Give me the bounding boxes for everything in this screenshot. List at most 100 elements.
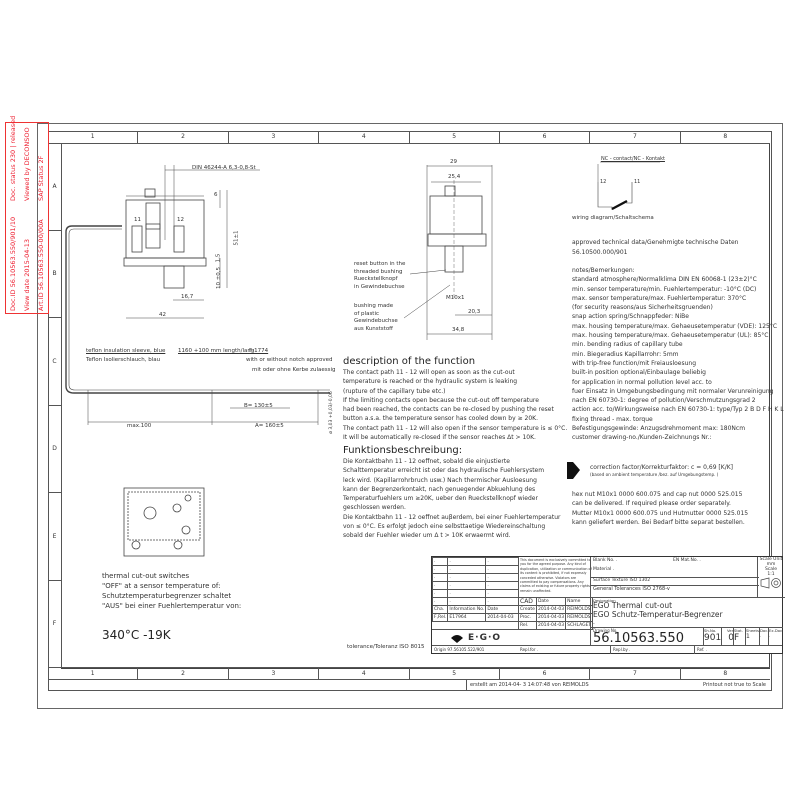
designation-line-1: EGO Thermal cut-out — [593, 601, 673, 610]
dim-16-7: 16,7 — [181, 294, 194, 300]
description-title: description of the function — [343, 356, 476, 367]
din-connector-spec: DIN 46244-A 6,3-0,8-St — [192, 165, 256, 171]
dim-34-8: 34,8 — [452, 327, 465, 333]
footer-bar: erstellt am 2014-04- 3 14:07:48 von REIM… — [48, 679, 770, 690]
switch-line: thermal cut-out switches — [102, 572, 190, 580]
dim-a: A= 160±5 — [255, 423, 284, 429]
zone-row: C — [48, 318, 61, 406]
bushing-note: bushing made of plastic Gewindebuchse au… — [354, 303, 398, 333]
en-mat-no: EN Mat.No. . — [673, 558, 701, 563]
description-line: If the limiting contacts open because th… — [343, 396, 539, 404]
note-line: in Gewindebuchse — [354, 283, 405, 290]
version: 0 — [728, 633, 734, 643]
status-label: Stat. — [734, 628, 743, 633]
note-line: nach EN 60730-1: degree of pollution/Ver… — [572, 397, 756, 405]
description-line: The contact path 11 - 12 will open as so… — [343, 369, 515, 376]
zone-col: 2 — [138, 668, 229, 680]
note-line: hex nut M10x1 0000 600.075 and cap nut 0… — [572, 491, 743, 498]
wiring-terminal-12: 12 — [600, 179, 607, 185]
replaced-by: Repl.by . — [610, 646, 630, 654]
sleeve-label-en: teflon insulation sleeve, blue — [86, 348, 166, 354]
note-line: min. bending radius of capillary tube — [572, 341, 683, 349]
sleeve-label-de: Teflon Isolierschlauch, blau — [86, 357, 161, 363]
material: Material . — [593, 567, 615, 572]
zone-col: 1 — [48, 668, 139, 680]
part-number: F-1774 — [249, 348, 269, 354]
description-line: Schalttemperatur erreicht ist oder das h… — [343, 467, 545, 475]
description-line: The contact path 11 - 12 will also open … — [343, 424, 568, 432]
doc-cell: Doc.. — [759, 628, 769, 646]
dim-42: 42 — [159, 312, 166, 318]
note-line: snap action spring/Schnappfeder: NiBe — [572, 313, 689, 321]
description-line: Temperaturfuehlers um ≥20K, ueber den Ru… — [343, 495, 538, 503]
reset-button-note: reset button in the threaded bushing Rue… — [354, 261, 405, 291]
switch-line: Schutztemperaturbegrenzer schaltet — [102, 592, 232, 600]
dim-25-4: 25,4 — [448, 174, 461, 180]
cha-label: Cha. — [431, 605, 449, 614]
scale-unit-value: mm — [766, 562, 776, 567]
description-body: The contact path 11 - 12 will open as so… — [343, 368, 567, 442]
sheet-no-label: Sh.No. — [704, 628, 717, 633]
zone-columns-bottom: 1 2 3 4 5 6 7 8 — [48, 667, 770, 680]
note-line: Gewindebuchse — [354, 318, 398, 324]
dim-b: B= 130±5 — [244, 403, 273, 409]
proc-date: 2014-04-03 — [535, 613, 567, 622]
dim-51: 51±1 — [233, 230, 240, 246]
sheet-no: 901 — [704, 633, 722, 643]
scale-unit-label: Scale Unit — [759, 557, 783, 562]
status: F — [734, 633, 740, 643]
note-line: fixing thread - max. torque — [572, 415, 653, 423]
zone-col: 7 — [590, 131, 681, 143]
legal-notice: This document is exclusively committed t… — [518, 557, 593, 599]
drawing-frame — [48, 131, 772, 691]
designation-label: Designation — [591, 597, 785, 603]
description-line: Die Kontaktbahn 11 - 12 oeffnet auβerdem… — [343, 513, 561, 521]
dim-diameter: ø 3,03 +0,03/-0,06 — [328, 391, 334, 434]
terminal-11-label: 11 — [134, 217, 141, 223]
note-line: with trip-free function/mit Freiausloesu… — [572, 359, 697, 367]
nc-contact-label: NC - contact/NC - Kontakt — [601, 156, 665, 162]
tolerance-label: tolerance/Toleranz ISO 8015 — [347, 644, 425, 650]
zone-col: 6 — [500, 668, 591, 680]
wiring-caption: wiring diagram/Schaltschema — [572, 215, 654, 221]
zone-col: 5 — [410, 131, 500, 143]
note-line: notes/Bemerkungen: — [572, 267, 635, 274]
zone-row: B — [48, 231, 61, 318]
ego-logo: E·G·O — [432, 629, 590, 646]
scale-box: Scale Unit mm Scale 1:1 — [757, 557, 784, 597]
description-line: had been reached, the contacts can be re… — [343, 406, 554, 414]
note-line: fuer Einsatz in Umgebungsbedingung mit n… — [572, 387, 774, 395]
note-line: min. Biegeradius Kapillarrohr: 5mm — [572, 350, 679, 358]
version-cell: Ver.0 — [721, 628, 734, 646]
note-line: max. housing temperature/max. Gehaeusete… — [572, 332, 769, 340]
designation-line-2: EGO Schutz-Temperatur-Begrenzer — [593, 610, 723, 619]
description-line: von ≤ 0°C. Es erfolgt jedoch eine selbst… — [343, 523, 546, 531]
designation-line-3: . — [593, 619, 595, 626]
origin-row: Origin 97.56105.522/901 Repl.for . Repl.… — [432, 645, 782, 654]
notch-label-de: mit oder ohne Kerbe zulaessig — [252, 367, 336, 373]
general-tolerances: General Tolerances ISO 2768-v — [591, 585, 759, 592]
description-line: Die Kontaktbahn 11 - 12 oeffnet, sobald … — [343, 458, 510, 465]
scale-value: 1:1 — [767, 572, 775, 577]
origin: Origin 97.56105.522/901 — [434, 647, 485, 652]
description-title-de: Funktionsbeschreibung: — [343, 445, 463, 456]
exdoc: . — [769, 633, 771, 638]
notch-label-en: with or without notch approved — [246, 357, 333, 363]
switch-description: thermal cut-out switches "OFF" at a sens… — [102, 571, 241, 611]
scale-label: Scale — [764, 567, 778, 572]
proc-label: Proc. — [518, 613, 537, 622]
zone-columns-top: 1 2 3 4 5 6 7 8 — [48, 131, 770, 144]
zone-col: 4 — [319, 131, 410, 143]
dim-max100: max.100 — [127, 423, 152, 429]
reference: Ref. . — [694, 646, 707, 654]
blank-no: Blank No. . — [593, 558, 618, 563]
description-line: kann der Begrenzerkontakt, nach genuegen… — [343, 485, 536, 493]
sheets: 1 — [746, 633, 750, 640]
info-no-label: Information No. — [447, 605, 487, 614]
status-cell: Stat.F — [733, 628, 746, 646]
create-name: REIMOLDS — [565, 605, 594, 614]
zone-col: 6 — [500, 131, 591, 143]
note-line: built-in position optional/Einbaulage be… — [572, 369, 706, 377]
zone-col: 1 — [48, 131, 139, 143]
